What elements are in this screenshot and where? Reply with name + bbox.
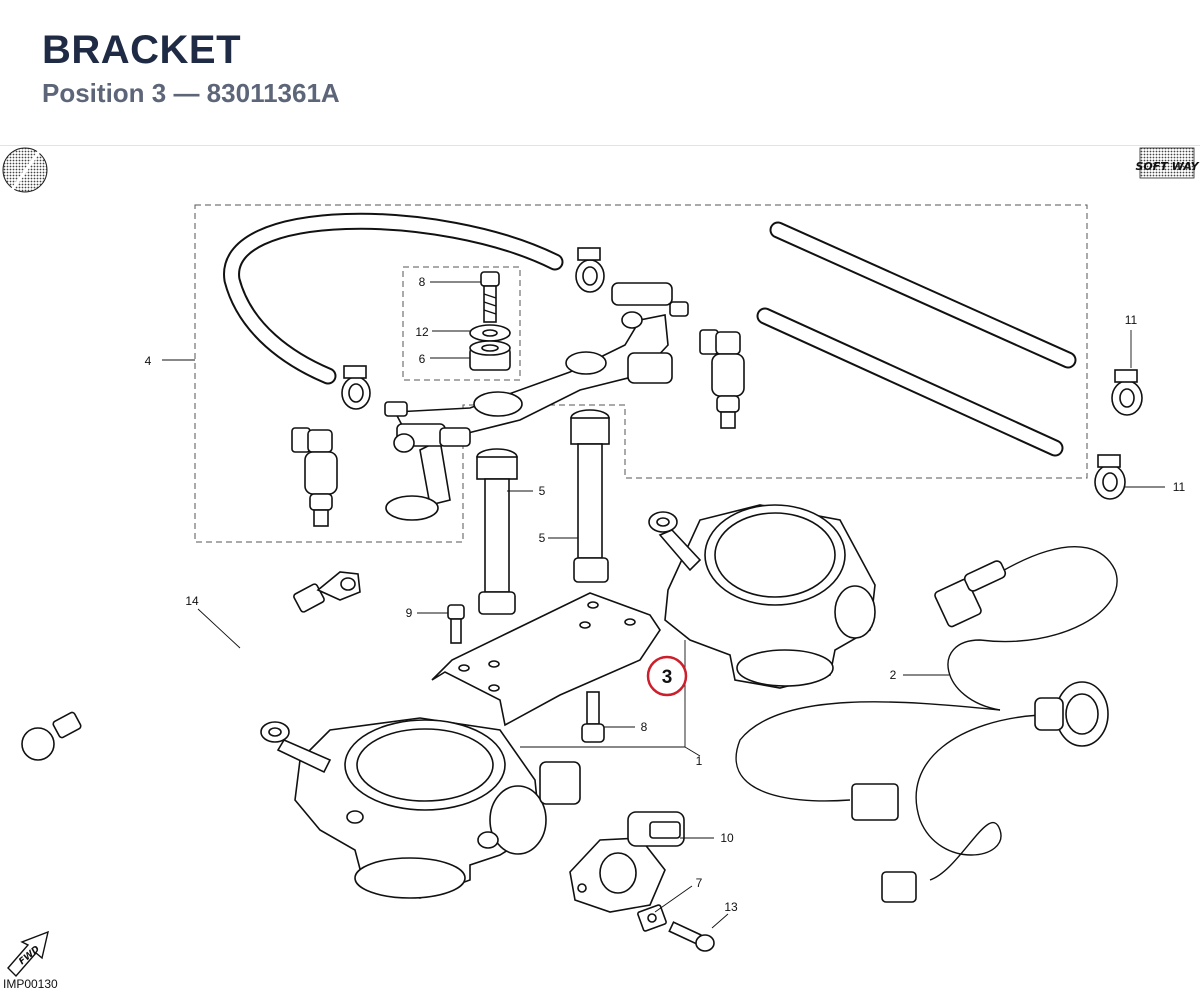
manual-badge-icon [2,147,48,193]
screw-8-top [480,271,500,323]
fuel-rail [384,282,689,521]
hose-clamp [341,365,371,410]
svg-text:10: 10 [720,831,734,845]
throttle-body-left [260,717,581,899]
svg-text:11: 11 [1125,313,1138,327]
highlight-callout-3[interactable]: 3 [646,655,688,697]
forward-arrow-icon: FWD [7,930,49,978]
throttle-position-sensor [569,837,666,913]
sensor-connector-10 [627,811,685,847]
spacer-5 [476,448,518,615]
fuel-hose-left [223,212,564,385]
grommet-6 [469,340,511,371]
svg-text:2: 2 [890,668,897,682]
image-code: IMP00130 [3,977,58,991]
svg-text:12: 12 [415,325,429,339]
throttle-link-rod-14 [21,571,361,761]
header-divider [0,145,1200,146]
brand-logo: SOFT WAY [1135,147,1200,179]
svg-text:14: 14 [185,594,199,608]
bracket-3 [431,592,661,727]
washer-7 [637,904,667,932]
svg-text:9: 9 [406,606,413,620]
svg-text:8: 8 [419,275,426,289]
group-box-fasteners [402,266,521,381]
svg-text:SOFT WAY: SOFT WAY [1135,160,1199,173]
screw-8-lower [581,691,605,743]
page-title: BRACKET [42,28,242,72]
fuel-hose-upper-right [769,221,1077,369]
hose-clamp-11 [1094,454,1126,500]
washer-12 [469,324,511,342]
spacer-5 [570,409,610,583]
fuel-injector [699,329,745,429]
group-box-4 [194,204,1088,543]
fuel-hose-lower-right [756,307,1064,457]
screw-13 [668,921,715,952]
svg-text:3: 3 [662,667,673,688]
fuel-injector [291,427,338,527]
svg-text:8: 8 [641,720,648,734]
callout-labels: 4 8 12 6 5 5 9 8 11 11 2 10 7 13 14 1 [145,275,1186,914]
svg-text:4: 4 [145,354,152,368]
svg-text:7: 7 [696,876,703,890]
svg-text:1: 1 [696,754,703,768]
hose-clamp-11 [1111,369,1143,416]
svg-text:13: 13 [724,900,738,914]
exploded-parts-diagram: SOFT WAY [2,147,1200,978]
wiring-harness-2 [735,545,1118,903]
hose-clamp [575,247,605,293]
page-subtitle: Position 3 — 83011361A [42,78,340,108]
svg-text:6: 6 [419,352,426,366]
svg-text:11: 11 [1173,480,1186,494]
screw-9 [447,604,465,644]
svg-text:5: 5 [539,484,546,498]
throttle-body-right [648,504,876,689]
svg-text:5: 5 [539,531,546,545]
